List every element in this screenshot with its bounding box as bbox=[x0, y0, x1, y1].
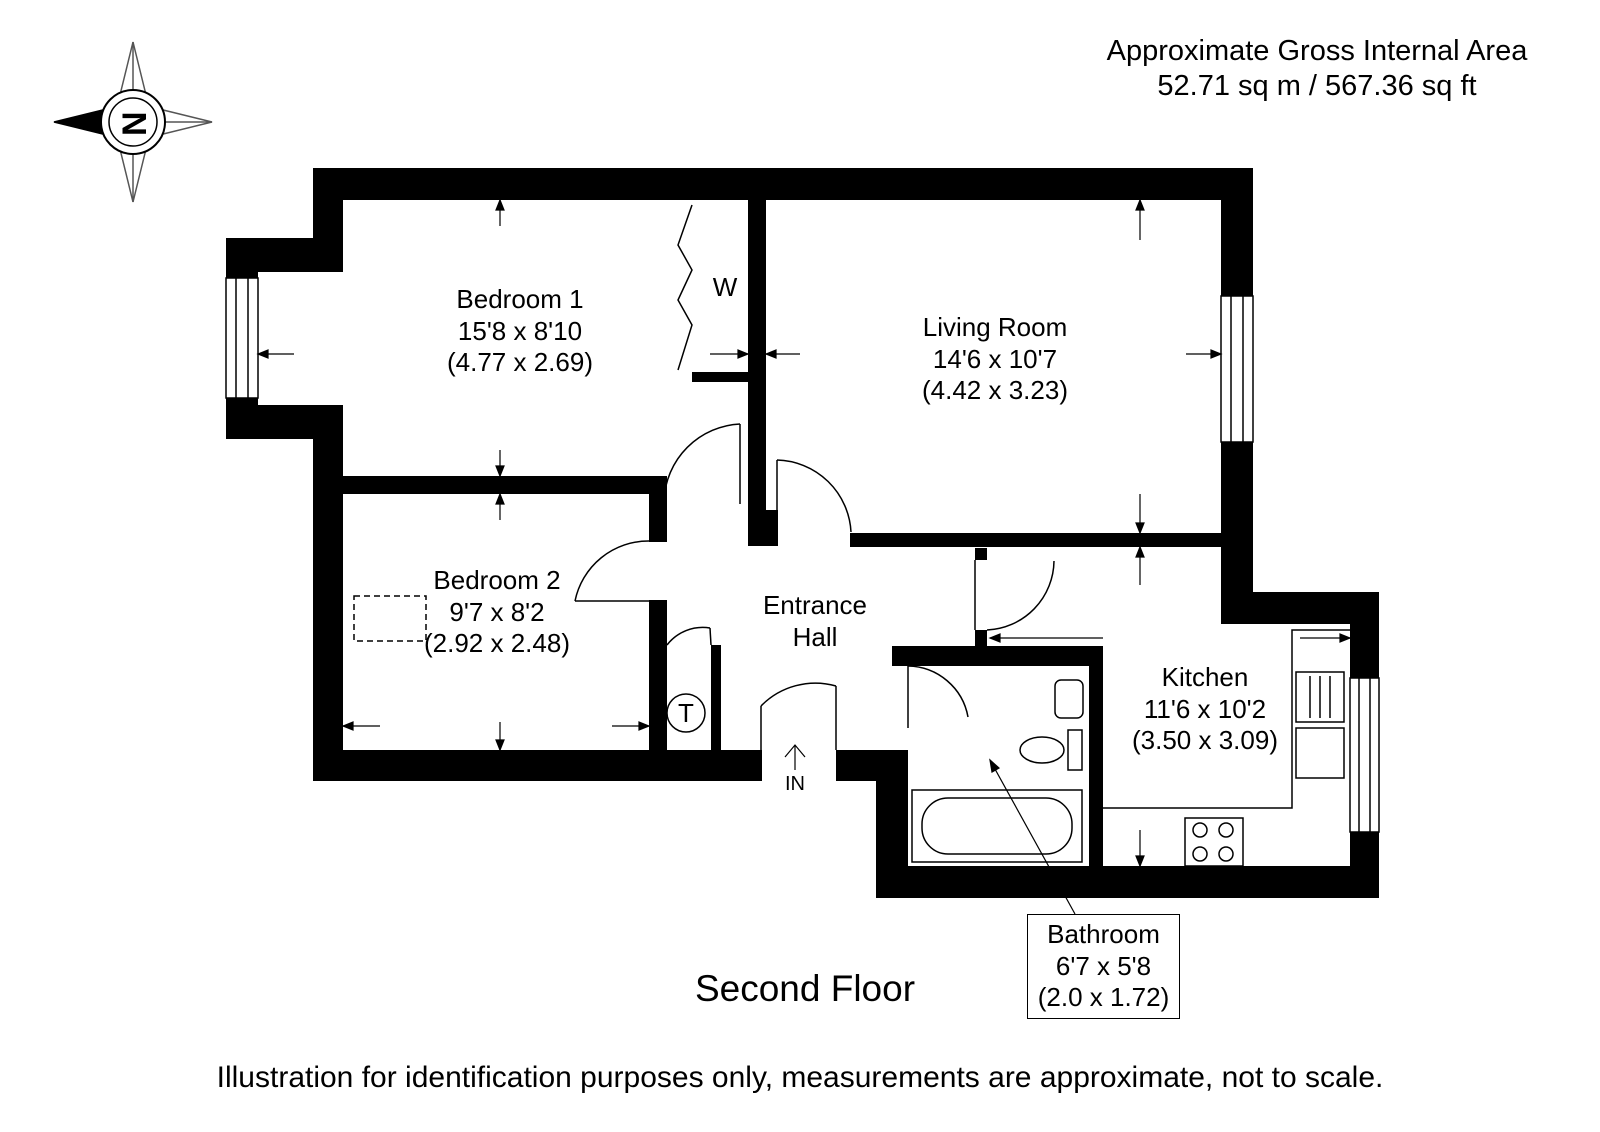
room-metric: (4.42 x 3.23) bbox=[922, 375, 1068, 406]
area-title: Approximate Gross Internal Area bbox=[1106, 35, 1528, 67]
tank-mark: T bbox=[678, 698, 694, 728]
wardrobe-doors bbox=[677, 204, 693, 371]
room-bedroom2: Bedroom 2 9'7 x 8'2 (2.92 x 2.48) bbox=[397, 565, 597, 660]
room-name: Bedroom 1 bbox=[456, 284, 584, 314]
room-name: Bathroom bbox=[1047, 919, 1160, 949]
disclaimer: Illustration for identification purposes… bbox=[216, 1061, 1384, 1094]
room-bathroom: Bathroom 6'7 x 5'8 (2.0 x 1.72) bbox=[1027, 914, 1180, 1020]
room-name: Bedroom 2 bbox=[433, 565, 561, 595]
room-kitchen: Kitchen 11'6 x 10'2 (3.50 x 3.09) bbox=[1105, 662, 1305, 757]
compass-letter: N bbox=[114, 111, 153, 137]
wardrobe-mark: W bbox=[712, 272, 738, 302]
room-name: Living Room bbox=[922, 312, 1068, 342]
room-metric: (3.50 x 3.09) bbox=[1132, 725, 1278, 756]
room-name-2: Hall bbox=[792, 621, 838, 652]
entry-mark: IN bbox=[785, 773, 805, 795]
room-imperial: 15'8 x 8'10 bbox=[457, 315, 583, 346]
doors bbox=[574, 423, 1055, 780]
floor-title: Second Floor bbox=[694, 968, 916, 1009]
room-name: Entrance bbox=[762, 590, 868, 620]
room-imperial: 6'7 x 5'8 bbox=[1055, 950, 1152, 981]
windows bbox=[225, 277, 1380, 833]
walls bbox=[226, 168, 1379, 898]
room-metric: (4.77 x 2.69) bbox=[447, 347, 593, 378]
compass-rose-icon bbox=[53, 41, 213, 203]
room-hall: Entrance Hall bbox=[730, 590, 900, 653]
room-living: Living Room 14'6 x 10'7 (4.42 x 3.23) bbox=[880, 312, 1110, 407]
room-imperial: 9'7 x 8'2 bbox=[449, 596, 545, 627]
dimension-arrows bbox=[256, 198, 1352, 915]
room-name: Kitchen bbox=[1161, 662, 1249, 692]
room-imperial: 11'6 x 10'2 bbox=[1143, 693, 1267, 724]
area-block: Approximate Gross Internal Area 52.71 sq… bbox=[1072, 34, 1562, 105]
room-metric: (2.92 x 2.48) bbox=[424, 628, 570, 659]
area-value: 52.71 sq m / 567.36 sq ft bbox=[1157, 70, 1477, 103]
room-bedroom1: Bedroom 1 15'8 x 8'10 (4.77 x 2.69) bbox=[420, 284, 620, 379]
room-metric: (2.0 x 1.72) bbox=[1037, 982, 1170, 1013]
room-imperial: 14'6 x 10'7 bbox=[932, 343, 1058, 374]
